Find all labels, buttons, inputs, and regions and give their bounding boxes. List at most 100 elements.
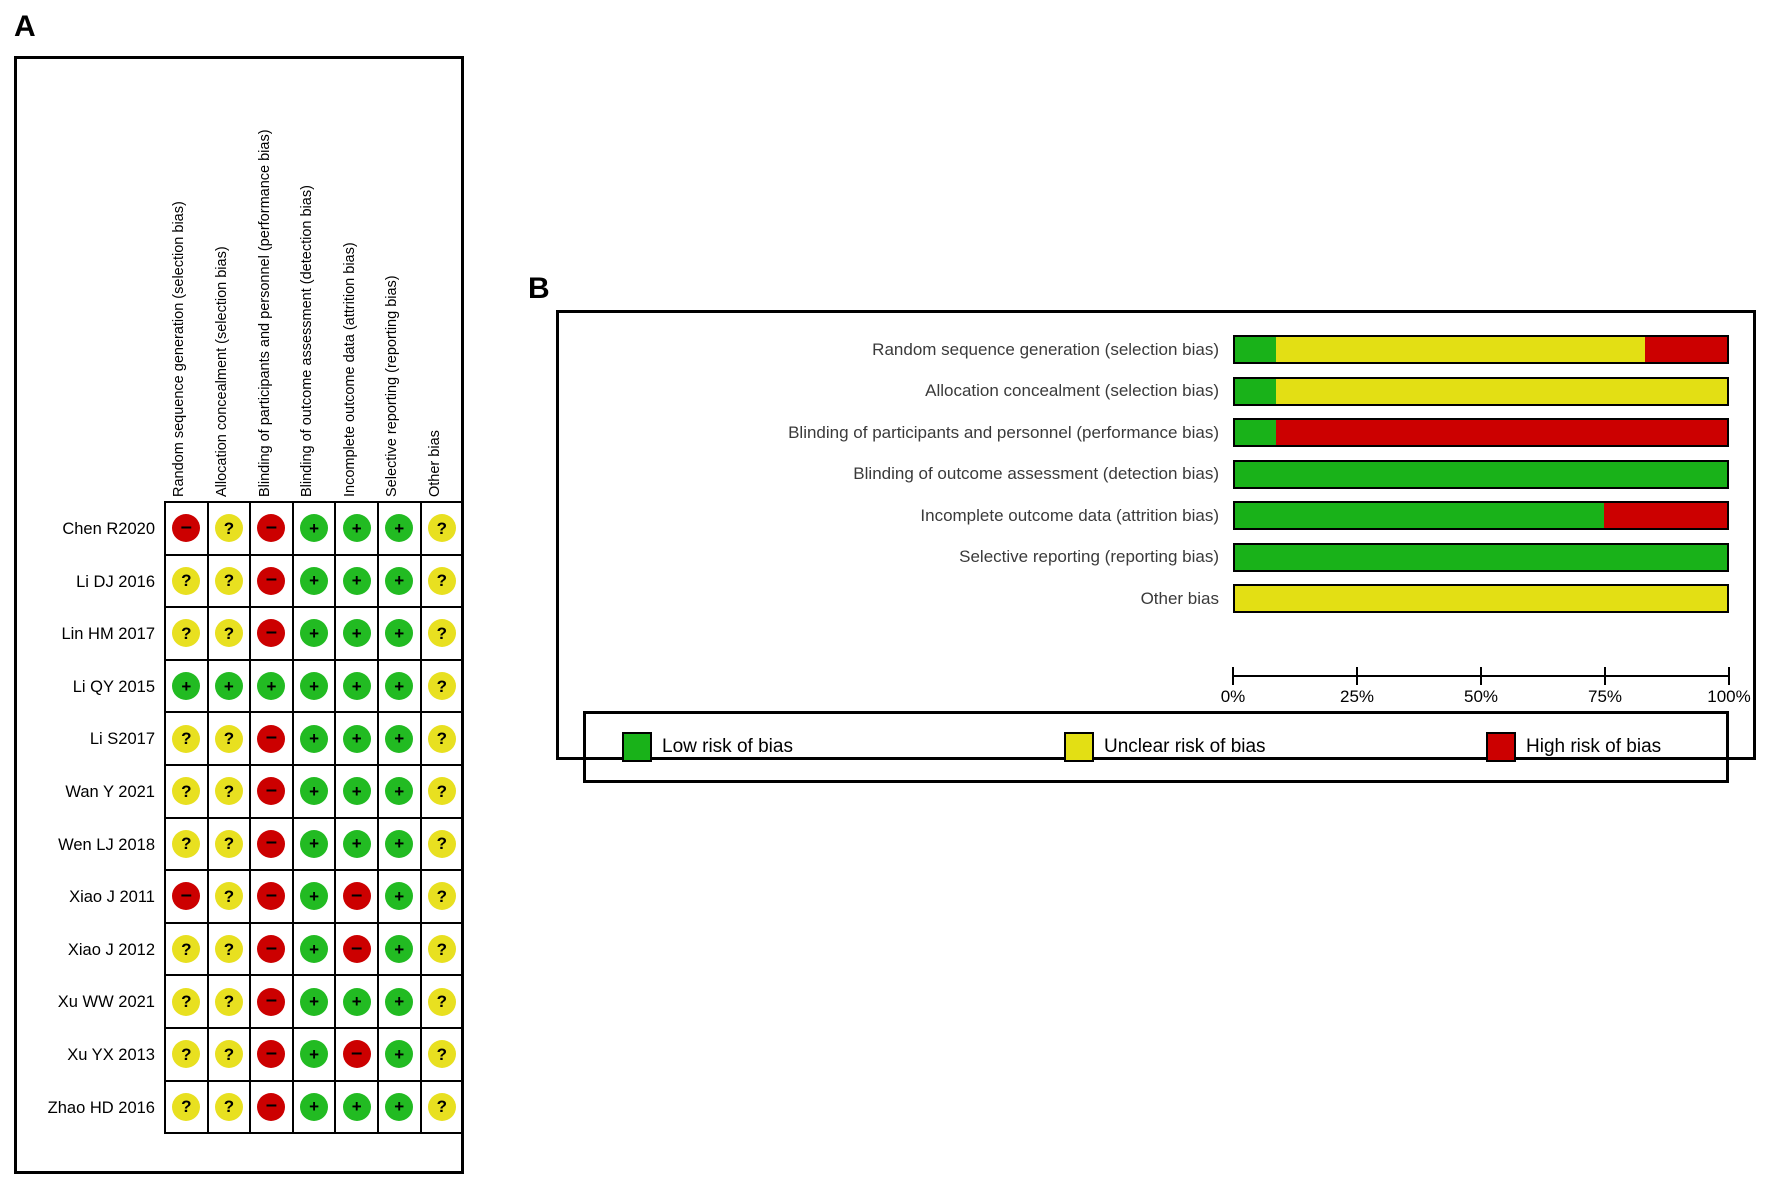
judgement-cell[interactable]: ? — [421, 555, 465, 609]
judgement-cell[interactable]: + — [166, 660, 209, 714]
judgement-cell[interactable]: + — [293, 765, 337, 819]
judgement-cell[interactable]: – — [251, 765, 294, 819]
risk-unclear-icon: ? — [172, 935, 201, 964]
judgement-cell[interactable]: + — [336, 818, 379, 872]
judgement-cell[interactable]: + — [293, 503, 337, 556]
judgement-cell[interactable]: – — [336, 1028, 379, 1082]
judgement-cell[interactable]: + — [336, 976, 379, 1029]
judgement-cell[interactable]: + — [378, 660, 422, 714]
axis-tick — [1356, 667, 1358, 685]
judgement-cell[interactable]: ? — [166, 818, 209, 872]
legend-swatch-low-icon — [622, 732, 652, 762]
judgement-cell[interactable]: ? — [421, 923, 465, 977]
judgement-cell[interactable]: ? — [166, 1081, 209, 1135]
judgement-cell[interactable]: ? — [421, 660, 465, 714]
judgement-cell[interactable]: – — [166, 871, 209, 924]
bar-segment-low-risk-of-bias — [1235, 420, 1276, 446]
judgement-cell[interactable]: – — [251, 818, 294, 872]
judgement-cell[interactable]: ? — [208, 923, 252, 977]
panel-b-risk-of-bias-graph: Random sequence generation (selection bi… — [556, 310, 1756, 783]
judgement-cell[interactable]: + — [293, 1028, 337, 1082]
judgement-cell[interactable]: ? — [166, 1028, 209, 1082]
risk-unclear-icon: ? — [172, 829, 201, 858]
judgement-cell[interactable]: ? — [166, 976, 209, 1029]
judgement-cell[interactable]: ? — [421, 503, 465, 556]
judgement-cell[interactable]: – — [251, 713, 294, 766]
judgement-cell[interactable]: ? — [166, 923, 209, 977]
judgement-cell[interactable]: + — [293, 555, 337, 609]
judgement-cell[interactable]: ? — [166, 713, 209, 766]
judgement-cell[interactable]: ? — [208, 765, 252, 819]
judgement-cell[interactable]: + — [336, 608, 379, 661]
judgement-cell[interactable]: + — [378, 555, 422, 609]
judgement-cell[interactable]: + — [251, 660, 294, 714]
judgement-cell[interactable]: + — [378, 713, 422, 766]
column-header-2: Blinding of participants and personnel (… — [256, 129, 273, 497]
risk-high-icon: – — [257, 987, 286, 1016]
judgement-cell[interactable]: + — [208, 660, 252, 714]
judgement-cell[interactable]: ? — [421, 1081, 465, 1135]
judgement-cell[interactable]: – — [251, 1081, 294, 1135]
risk-unclear-icon: ? — [427, 935, 456, 964]
judgement-cell[interactable]: ? — [208, 1081, 252, 1135]
judgement-cell[interactable]: ? — [421, 871, 465, 924]
judgement-cell[interactable]: – — [166, 503, 209, 556]
judgement-cell[interactable]: + — [378, 503, 422, 556]
judgement-cell[interactable]: + — [336, 503, 379, 556]
judgement-cell[interactable]: ? — [208, 818, 252, 872]
judgement-cell[interactable]: – — [336, 923, 379, 977]
judgement-cell[interactable]: + — [293, 976, 337, 1029]
judgement-cell[interactable]: + — [293, 871, 337, 924]
judgement-cell[interactable]: + — [378, 976, 422, 1029]
judgement-cell[interactable]: + — [293, 818, 337, 872]
judgement-cell[interactable]: – — [336, 871, 379, 924]
judgement-cell[interactable]: – — [251, 976, 294, 1029]
judgement-cell[interactable]: – — [251, 503, 294, 556]
matrix-row: Chen R2020–?–+++? — [62, 503, 465, 556]
risk-low-icon: + — [385, 566, 414, 595]
judgement-cell[interactable]: ? — [208, 871, 252, 924]
judgement-cell[interactable]: ? — [208, 713, 252, 766]
judgement-cell[interactable]: – — [251, 923, 294, 977]
judgement-cell[interactable]: + — [378, 818, 422, 872]
judgement-cell[interactable]: ? — [208, 503, 252, 556]
judgement-cell[interactable]: + — [293, 608, 337, 661]
judgement-cell[interactable]: ? — [208, 608, 252, 661]
judgement-cell[interactable]: + — [336, 713, 379, 766]
judgement-cell[interactable]: + — [378, 1081, 422, 1135]
judgement-cell[interactable]: + — [378, 765, 422, 819]
risk-unclear-icon: ? — [214, 566, 243, 595]
judgement-cell[interactable]: + — [336, 765, 379, 819]
judgement-cell[interactable]: ? — [421, 976, 465, 1029]
judgement-cell[interactable]: ? — [208, 1028, 252, 1082]
judgement-cell[interactable]: + — [336, 1081, 379, 1135]
risk-high-icon: – — [257, 566, 286, 595]
judgement-cell[interactable]: + — [336, 555, 379, 609]
judgement-cell[interactable]: + — [293, 713, 337, 766]
judgement-cell[interactable]: + — [378, 871, 422, 924]
judgement-cell[interactable]: ? — [166, 608, 209, 661]
judgement-cell[interactable]: ? — [421, 608, 465, 661]
judgement-cell[interactable]: ? — [208, 555, 252, 609]
judgement-cell[interactable]: + — [378, 608, 422, 661]
judgement-cell[interactable]: ? — [166, 765, 209, 819]
judgement-cell[interactable]: + — [378, 1028, 422, 1082]
matrix-row: Xu WW 2021??–+++? — [58, 976, 465, 1029]
bar-row: Allocation concealment (selection bias) — [559, 371, 1753, 413]
judgement-cell[interactable]: + — [293, 660, 337, 714]
judgement-cell[interactable]: ? — [208, 976, 252, 1029]
judgement-cell[interactable]: ? — [421, 765, 465, 819]
judgement-cell[interactable]: + — [336, 660, 379, 714]
judgement-cell[interactable]: – — [251, 1028, 294, 1082]
panel-a-risk-of-bias-summary: Random sequence generation (selection bi… — [14, 56, 465, 1174]
judgement-cell[interactable]: – — [251, 871, 294, 924]
judgement-cell[interactable]: ? — [421, 818, 465, 872]
judgement-cell[interactable]: ? — [421, 713, 465, 766]
judgement-cell[interactable]: + — [378, 923, 422, 977]
judgement-cell[interactable]: ? — [421, 1028, 465, 1082]
judgement-cell[interactable]: – — [251, 555, 294, 609]
judgement-cell[interactable]: – — [251, 608, 294, 661]
judgement-cell[interactable]: ? — [166, 555, 209, 609]
judgement-cell[interactable]: + — [293, 1081, 337, 1135]
judgement-cell[interactable]: + — [293, 923, 337, 977]
